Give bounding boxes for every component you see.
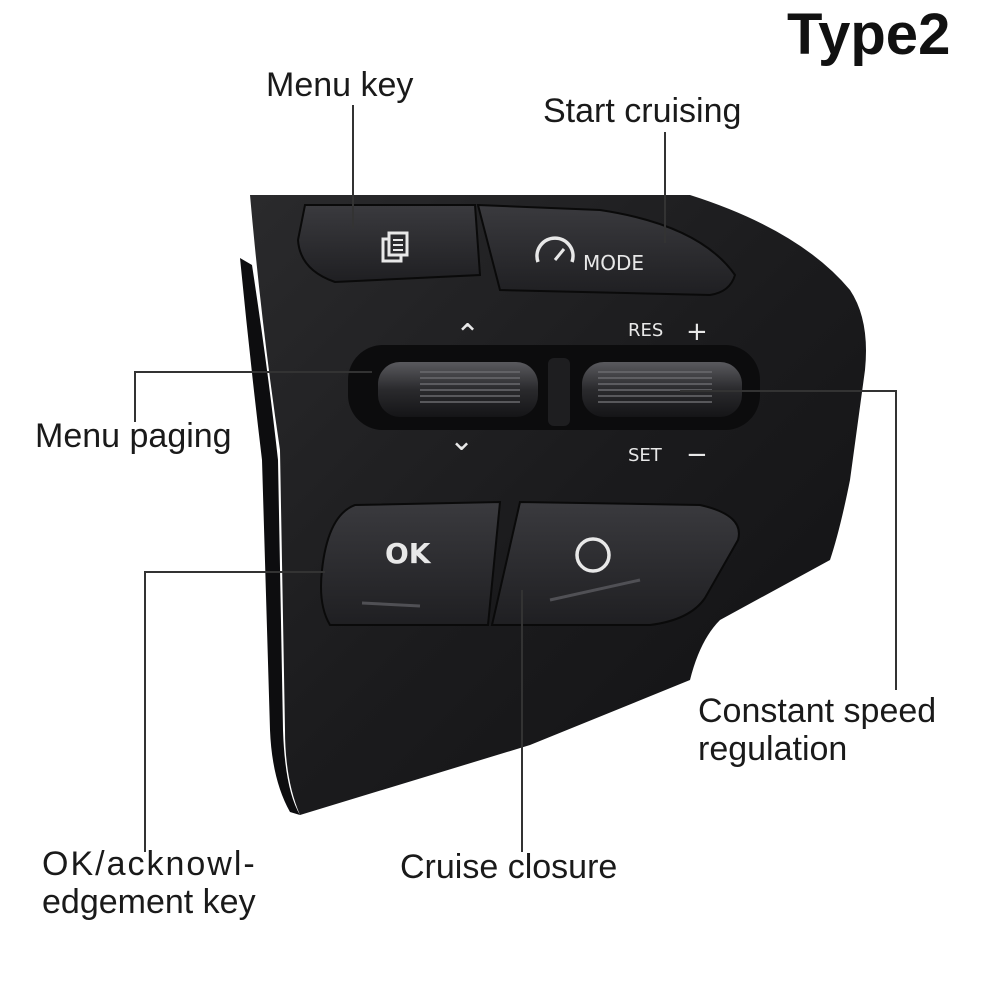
ok-button-highlight: [361, 601, 421, 608]
panel-side: [240, 258, 300, 815]
start-cruising-label: Start cruising: [543, 92, 742, 130]
menu-key-label: Menu key: [266, 66, 414, 104]
speed-roller-ridges: [598, 371, 712, 403]
minus-label: −: [686, 440, 708, 470]
ok-ack-label-line1: OK/acknowl-: [42, 845, 257, 883]
mode-button[interactable]: [476, 203, 737, 297]
ok-ack-label-line2: edgement key: [42, 883, 256, 921]
callout-lines: [134, 105, 897, 852]
ok-label: OK: [385, 537, 432, 570]
page-title: Type2: [787, 2, 951, 67]
ok-button[interactable]: [320, 500, 502, 626]
constant-speed-label-line1: Constant speed: [698, 692, 937, 730]
cancel-circle-icon: [575, 537, 611, 573]
res-label: RES: [628, 320, 663, 341]
constant-speed-line: [680, 390, 897, 690]
speedometer-icon: [535, 236, 575, 263]
constant-speed-label-line2: regulation: [698, 730, 848, 768]
set-label: SET: [628, 445, 663, 466]
plus-label: +: [686, 317, 708, 347]
mode-label: MODE: [583, 251, 644, 275]
menu-paging-label: Menu paging: [35, 417, 232, 455]
roller-divider: [548, 358, 570, 426]
menu-paging-line: [134, 371, 372, 422]
cancel-button-highlight: [549, 578, 641, 602]
menu-icon: [381, 231, 409, 263]
cruise-closure-label: Cruise closure: [400, 848, 618, 886]
menu-roller-ridges: [420, 371, 520, 403]
ok-ack-line: [144, 571, 325, 852]
cruise-cancel-button[interactable]: [490, 500, 740, 626]
